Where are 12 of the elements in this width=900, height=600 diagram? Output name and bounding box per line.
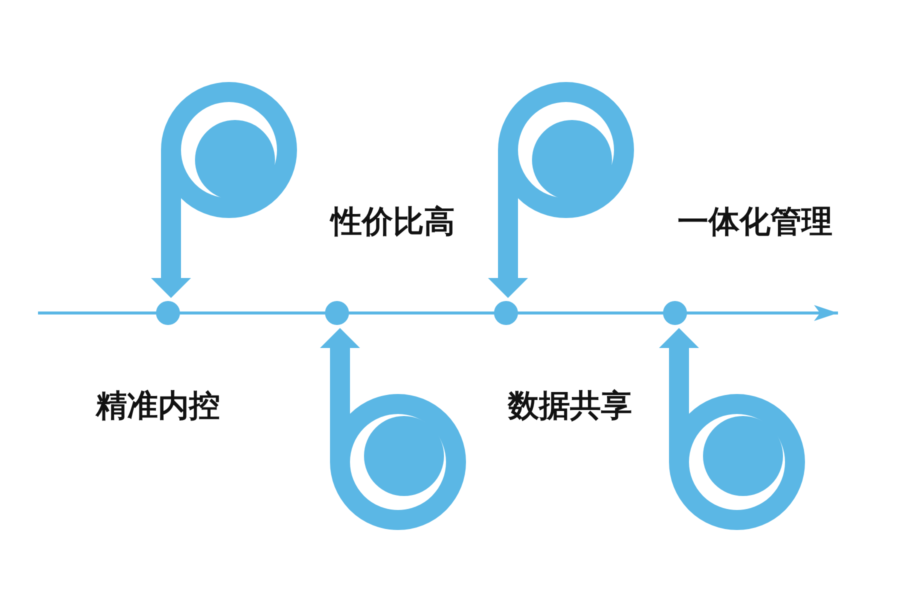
curl-arrow [151,82,297,298]
timeline-dot [325,301,349,325]
milestone-label: 精准内控 [96,387,220,426]
curl-arrow [488,82,634,298]
curl-arrow [320,328,466,530]
timeline-dot [663,301,687,325]
timeline-dot [494,301,518,325]
milestone-label: 一体化管理 [678,203,832,242]
milestone-label: 性价比高 [331,203,455,242]
milestone-label: 数据共享 [508,387,632,426]
curl-arrow [659,328,805,530]
timeline-dot [156,301,180,325]
